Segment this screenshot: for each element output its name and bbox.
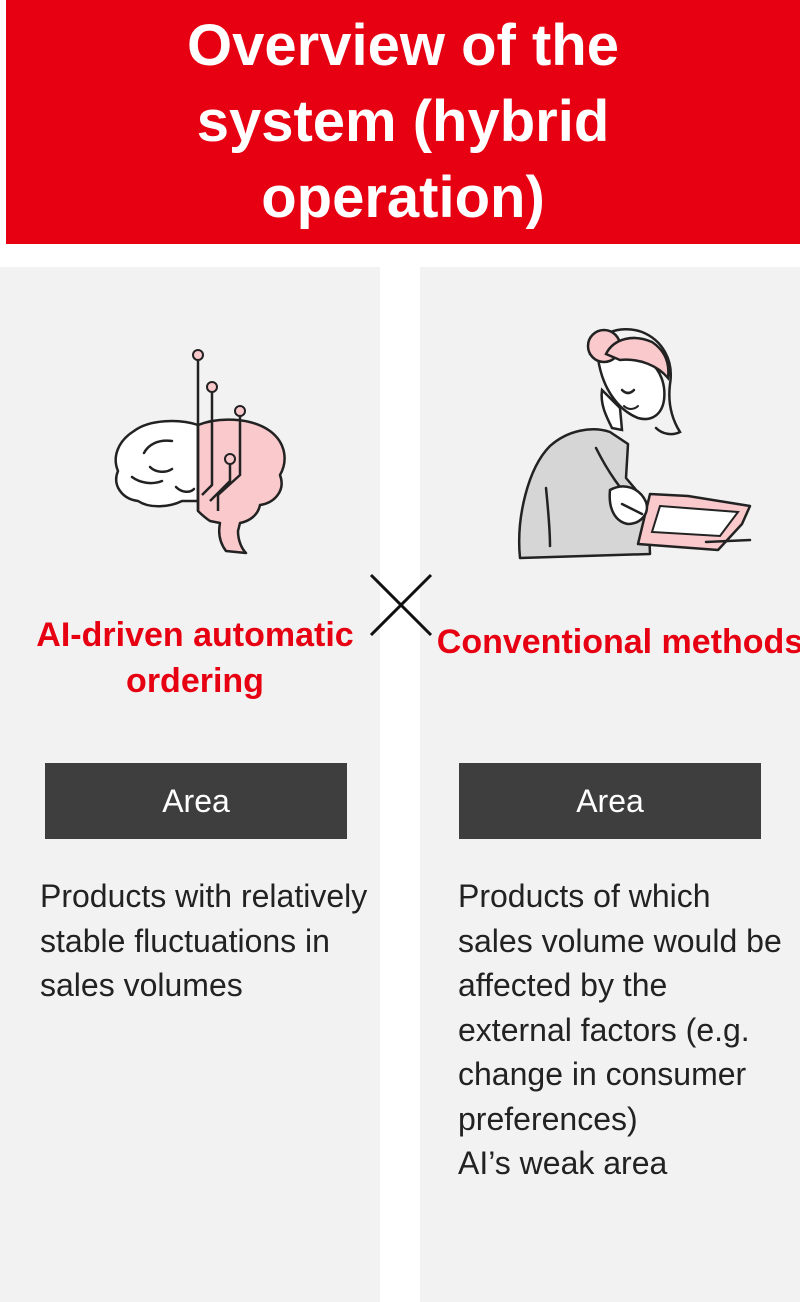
conventional-methods-title: Conventional methods bbox=[436, 623, 800, 661]
ai-ordering-title: AI-driven automatic ordering bbox=[36, 616, 354, 700]
page-title: Overview of the system (hybrid operation… bbox=[187, 13, 619, 230]
ai-brain-circuit-icon bbox=[114, 349, 286, 555]
header-banner: Overview of the system (hybrid operation… bbox=[6, 0, 800, 244]
ai-area-label: Area bbox=[45, 763, 347, 839]
conventional-area-label: Area bbox=[459, 763, 761, 839]
conventional-area-description-line: Products of which sales volume would be … bbox=[458, 878, 782, 1137]
times-icon bbox=[369, 573, 433, 637]
ai-weak-area-note: AI’s weak area bbox=[458, 1145, 668, 1181]
woman-using-tablet-icon bbox=[518, 327, 752, 560]
conventional-area-description: Products of which sales volume would be … bbox=[458, 874, 788, 1186]
ai-area-description: Products with relatively stable fluctuat… bbox=[40, 878, 368, 1003]
